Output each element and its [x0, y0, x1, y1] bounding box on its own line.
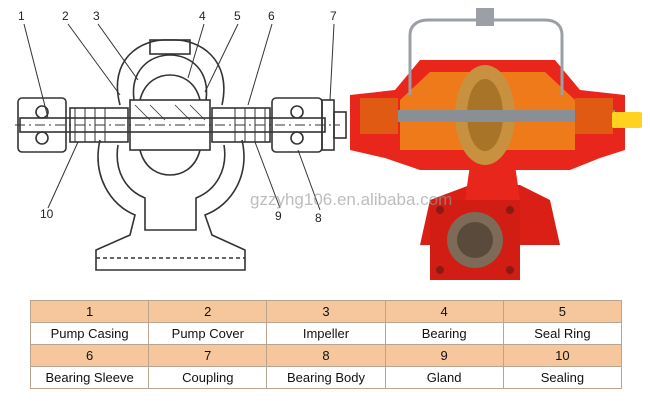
part-number: 7	[148, 344, 268, 367]
watermark-text: gzzyhg106.en.alibaba.com	[250, 190, 452, 209]
part-number: 1	[29, 300, 150, 323]
callout-4: 4	[199, 9, 206, 23]
callout-3: 3	[93, 9, 100, 23]
cross-section-drawing	[15, 39, 347, 271]
part-number: 6	[29, 344, 150, 367]
part-name: Bearing Body	[266, 366, 386, 389]
part-name: Coupling	[148, 366, 268, 389]
callout-2: 2	[62, 9, 69, 23]
part-name: Gland	[384, 366, 504, 389]
part-name: Seal Ring	[502, 322, 623, 345]
part-name: Pump Casing	[29, 322, 150, 345]
part-number: 2	[148, 300, 268, 323]
callout-numbers: 1 2 3 4 5 6 7 8 9 10	[18, 9, 337, 225]
part-name: Pump Cover	[148, 322, 268, 345]
part-name: Bearing	[384, 322, 504, 345]
callout-1: 1	[18, 9, 25, 23]
part-number: 8	[266, 344, 386, 367]
callout-5: 5	[234, 9, 241, 23]
callout-6: 6	[268, 9, 275, 23]
parts-number-row: 6 7 8 9 10	[29, 344, 623, 367]
callout-10: 10	[40, 207, 54, 221]
callout-7: 7	[330, 9, 337, 23]
callout-8: 8	[315, 211, 322, 225]
part-name: Sealing	[502, 366, 623, 389]
leader-lines	[23, 23, 335, 211]
parts-table: 1 2 3 4 5 Pump Casing Pump Cover Impelle…	[29, 300, 623, 389]
pump-cutaway-photo	[350, 8, 642, 280]
parts-number-row: 1 2 3 4 5	[29, 300, 623, 323]
part-name: Bearing Sleeve	[29, 366, 150, 389]
pump-figure: 1 2 3 4 5 6 7 8 9 10	[15, 8, 642, 280]
part-number: 9	[384, 344, 504, 367]
part-number: 3	[266, 300, 386, 323]
parts-name-row: Pump Casing Pump Cover Impeller Bearing …	[29, 322, 623, 345]
part-number: 5	[502, 300, 623, 323]
callout-9: 9	[275, 209, 282, 223]
part-number: 10	[502, 344, 623, 367]
part-name: Impeller	[266, 322, 386, 345]
part-number: 4	[384, 300, 504, 323]
parts-name-row: Bearing Sleeve Coupling Bearing Body Gla…	[29, 366, 623, 389]
